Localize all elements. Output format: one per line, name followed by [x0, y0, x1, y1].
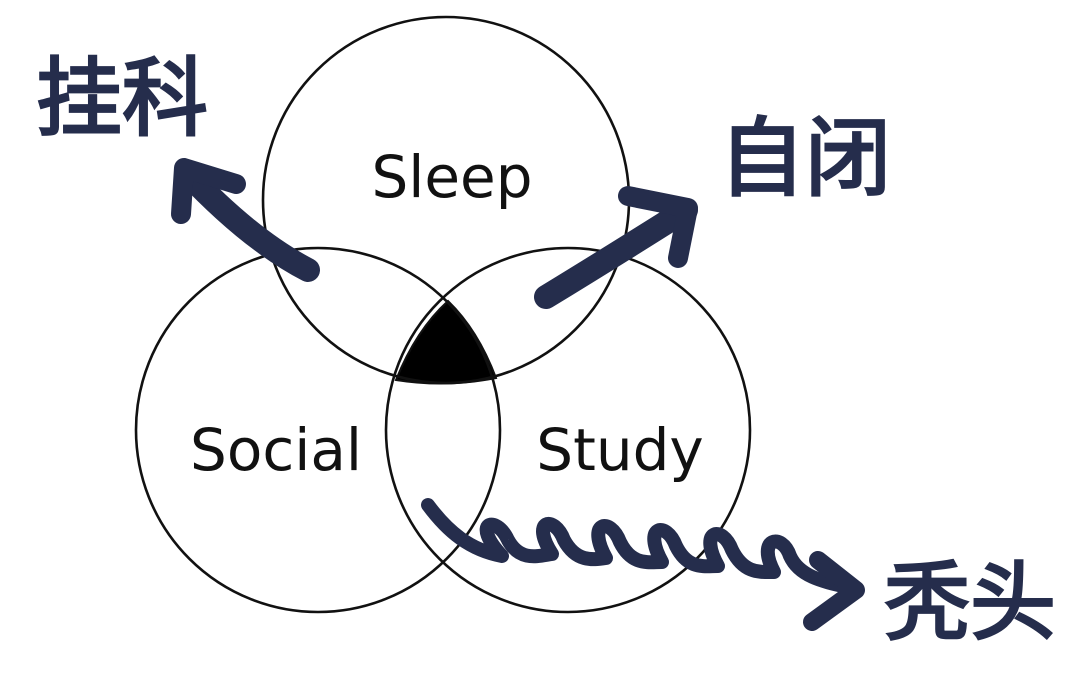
triple-intersection: [394, 299, 498, 385]
outcome-label-withdrawn: 自闭: [719, 109, 891, 209]
arrow-to-sleep-study: [534, 186, 698, 309]
outcome-label-bald: 秃头: [884, 553, 1056, 653]
squiggle-arrow-to-social-study: [421, 498, 865, 631]
outcome-label-fail-exam: 挂科: [36, 49, 208, 149]
social-label: Social: [190, 416, 362, 484]
sleep-label: Sleep: [371, 143, 532, 211]
study-circle: [384, 246, 752, 614]
study-label: Study: [536, 416, 703, 484]
social-circle: [134, 246, 502, 614]
arrow-to-sleep-social: [171, 158, 320, 282]
